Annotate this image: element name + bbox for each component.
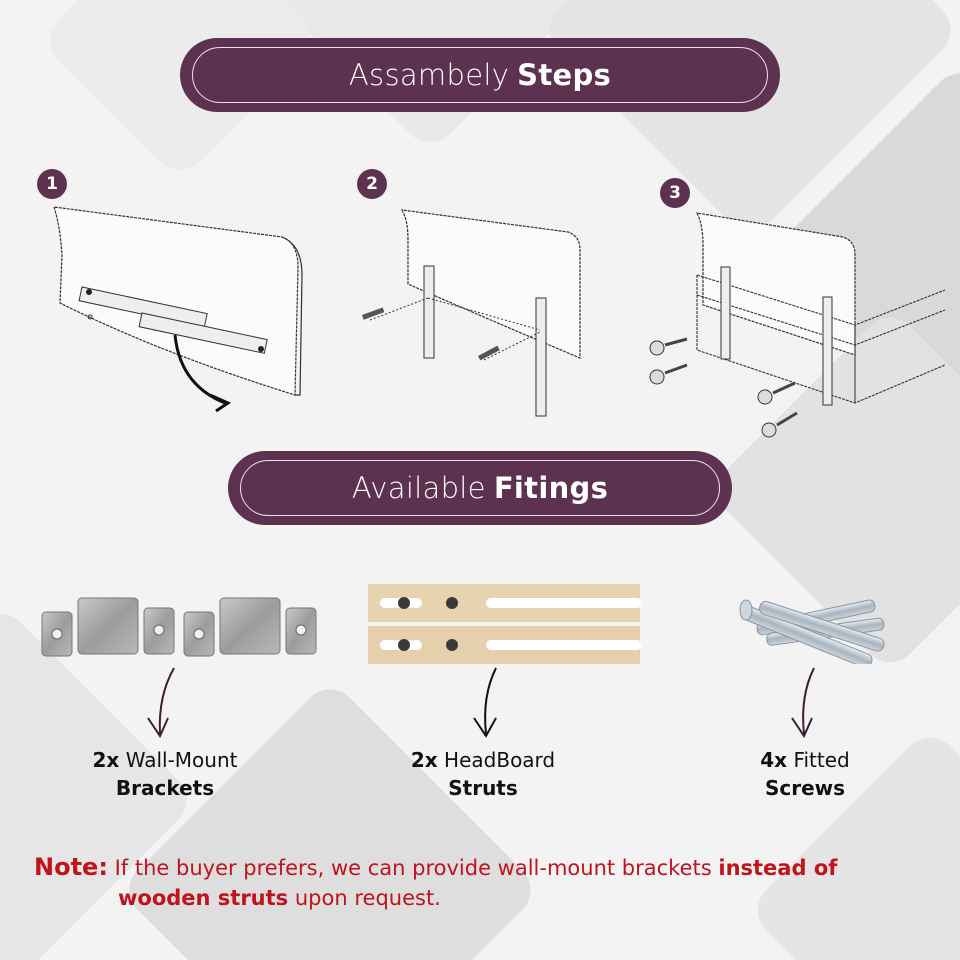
note-label: Note: <box>34 853 108 881</box>
step-3-illustration <box>649 212 946 438</box>
fitting-screws-label: 4x Fitted Screws <box>760 748 850 800</box>
note-text: Note: If the buyer prefers, we can provi… <box>34 853 838 910</box>
fitting-struts-label: 2x HeadBoard Struts <box>410 748 556 800</box>
step-2-illustration <box>362 209 581 417</box>
arrow-down-icon <box>473 667 497 738</box>
arrow-down-icon <box>791 667 815 739</box>
step-1-badge: 1 <box>37 169 67 199</box>
strut-icon <box>368 584 642 664</box>
screw-icon <box>739 599 885 664</box>
bracket-icon <box>41 597 317 657</box>
fitting-brackets-label: 2x Wall-Mount Brackets <box>92 748 238 800</box>
arrow-down-icon <box>147 667 175 739</box>
step-3-badge: 3 <box>660 178 690 208</box>
step-1-illustration <box>53 206 303 413</box>
step-2-badge: 2 <box>357 169 387 199</box>
